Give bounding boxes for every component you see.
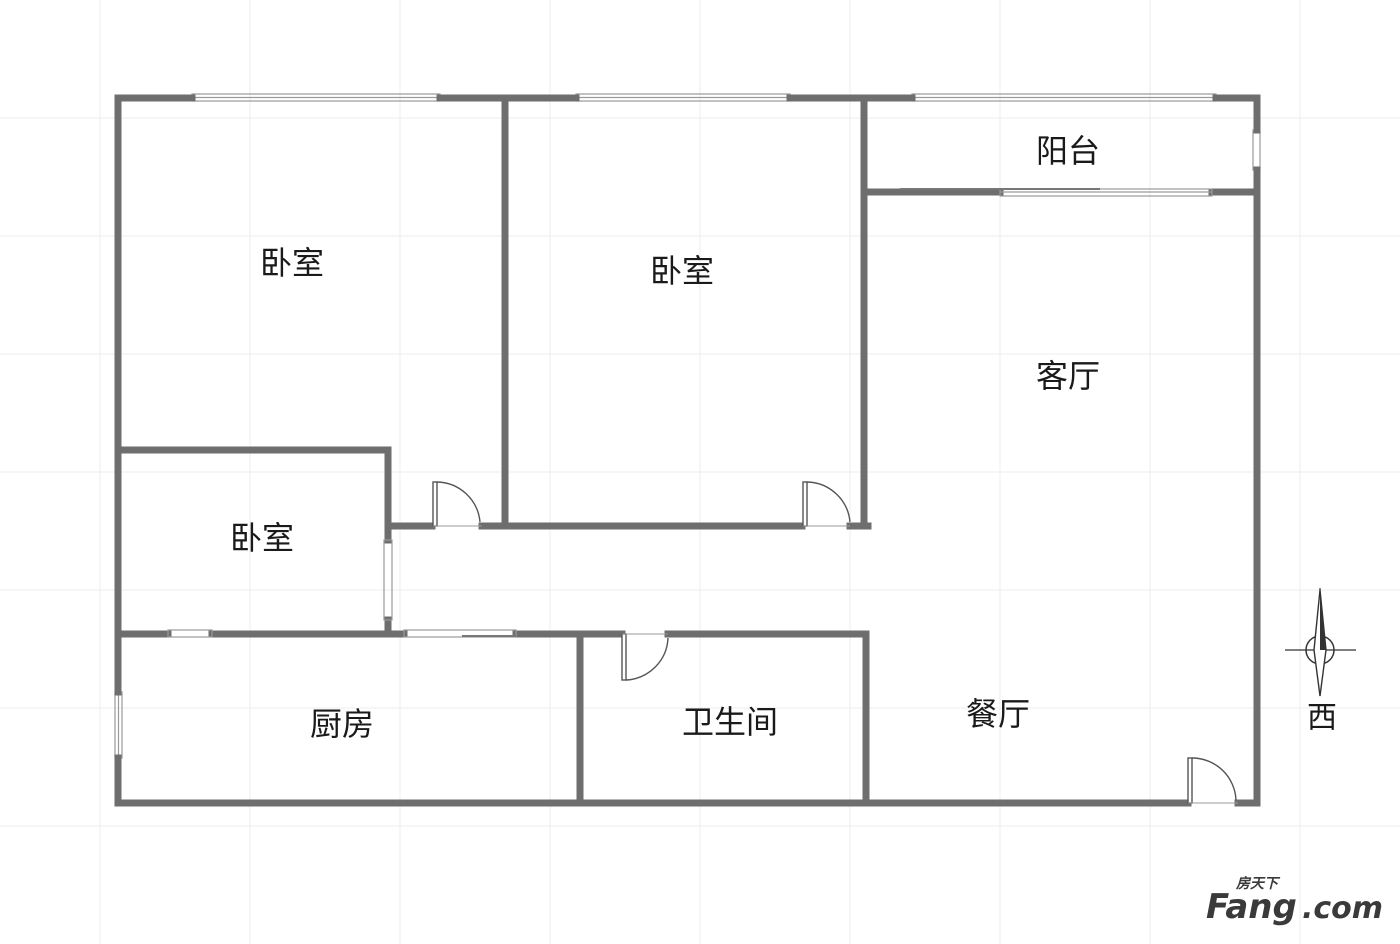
room-label-bedroom-2: 卧室 xyxy=(650,252,714,290)
door-bathroom[interactable] xyxy=(621,633,669,681)
room-label-dining-room: 餐厅 xyxy=(966,695,1030,733)
compass-icon: 西 xyxy=(1285,588,1356,736)
door-bedroom-1[interactable] xyxy=(432,481,482,527)
room-label-balcony: 阳台 xyxy=(1036,132,1100,170)
compass-direction-label: 西 xyxy=(1307,701,1337,736)
kitchen-sliding-door xyxy=(403,629,517,638)
fang-logo: 房天下 Fang .com xyxy=(1206,875,1383,927)
door-bedroom-2[interactable] xyxy=(802,481,851,527)
room-label-bathroom: 卫生间 xyxy=(682,703,778,741)
room-label-living-room: 客厅 xyxy=(1036,357,1100,395)
watermark-domain: .com xyxy=(1302,891,1383,926)
sliding-doors xyxy=(167,188,1213,638)
watermark-brand-en: Fang xyxy=(1206,887,1297,927)
room-label-bedroom-3: 卧室 xyxy=(230,519,294,557)
windows xyxy=(114,93,1261,759)
doors xyxy=(432,481,1238,804)
kitchen-window-inner xyxy=(167,629,213,638)
watermark-brand-cn: 房天下 xyxy=(1235,875,1281,892)
room-labels: 卧室 卧室 卧室 阳台 客厅 厨房 卫生间 餐厅 xyxy=(230,132,1100,743)
window-balcony-side xyxy=(1252,129,1261,171)
room-label-bedroom-1: 卧室 xyxy=(260,244,324,282)
room-label-kitchen: 厨房 xyxy=(310,705,374,743)
door-entrance[interactable] xyxy=(1187,757,1238,804)
bedroom-3-sliding-door xyxy=(383,539,393,621)
walls xyxy=(114,94,1261,807)
